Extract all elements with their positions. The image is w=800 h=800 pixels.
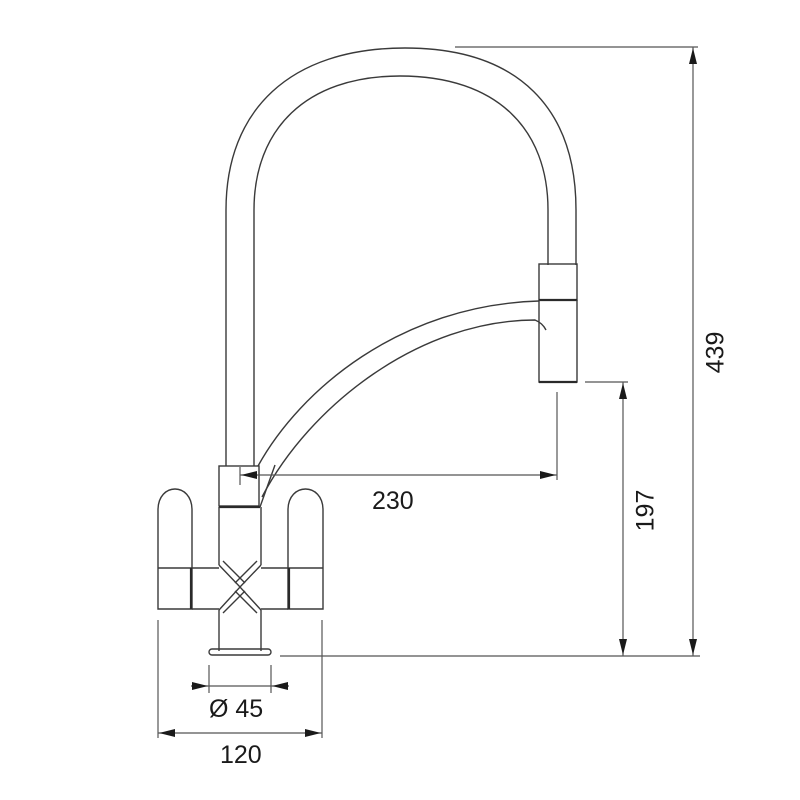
gooseneck-arch: [225, 47, 577, 466]
left-handle: [157, 488, 193, 610]
body-width-label: 120: [220, 741, 262, 769]
dimension-spout-reach: [239, 392, 558, 485]
dimension-base-diameter: [191, 665, 289, 693]
curved-spout: [257, 300, 547, 498]
tap-body: [192, 464, 288, 656]
base-diameter-label: Ø 45: [209, 695, 264, 723]
spray-head: [538, 263, 578, 384]
dimension-body-width: [157, 620, 323, 738]
spout-height-label: 197: [631, 489, 660, 532]
dimension-total-height: [280, 46, 700, 657]
total-height-label: 439: [701, 331, 730, 374]
dimension-spout-height: [585, 381, 628, 656]
right-handle: [287, 488, 324, 610]
spout-reach-label: 230: [372, 487, 414, 515]
